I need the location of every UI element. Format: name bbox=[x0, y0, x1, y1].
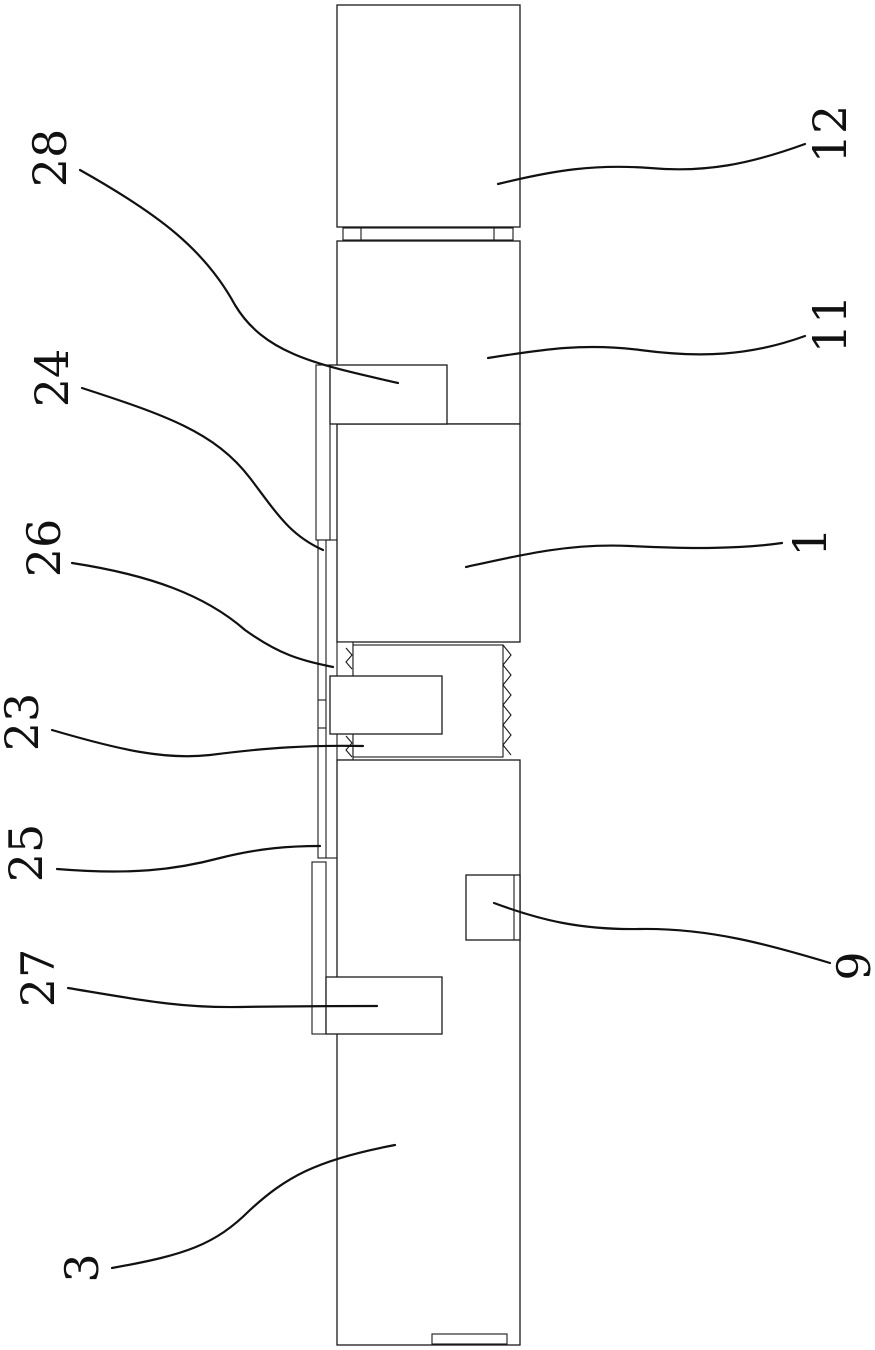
callout-24: 24 bbox=[25, 349, 79, 408]
component-12-block bbox=[337, 5, 520, 227]
side-plate-24 bbox=[316, 365, 330, 540]
callout-12: 12 bbox=[803, 105, 857, 164]
connector-12-11 bbox=[343, 228, 513, 240]
leader-12 bbox=[498, 144, 805, 184]
leader-26 bbox=[72, 563, 333, 667]
callout-11: 11 bbox=[803, 295, 857, 354]
callout-27: 27 bbox=[11, 949, 65, 1008]
leader-9 bbox=[494, 903, 830, 963]
strip-26-25 bbox=[318, 540, 326, 858]
notch-9 bbox=[466, 875, 520, 940]
leader-25 bbox=[57, 846, 320, 872]
callout-1: 1 bbox=[783, 527, 837, 556]
leader-24 bbox=[82, 388, 323, 550]
callout-28: 28 bbox=[23, 129, 77, 188]
teeth-right bbox=[503, 645, 511, 755]
leader-23 bbox=[52, 730, 363, 756]
callout-26: 26 bbox=[17, 519, 71, 578]
leader-11 bbox=[488, 336, 805, 358]
callout-23: 23 bbox=[0, 693, 49, 752]
callout-9: 9 bbox=[827, 951, 875, 980]
callout-3: 3 bbox=[55, 1253, 109, 1282]
component-1-block bbox=[337, 424, 520, 642]
insert-23 bbox=[330, 676, 442, 734]
component-3-block bbox=[337, 760, 520, 1345]
callout-25: 25 bbox=[0, 824, 53, 883]
block-28 bbox=[330, 365, 447, 424]
side-plate-25 bbox=[312, 862, 326, 1034]
bottom-foot bbox=[432, 1334, 507, 1344]
